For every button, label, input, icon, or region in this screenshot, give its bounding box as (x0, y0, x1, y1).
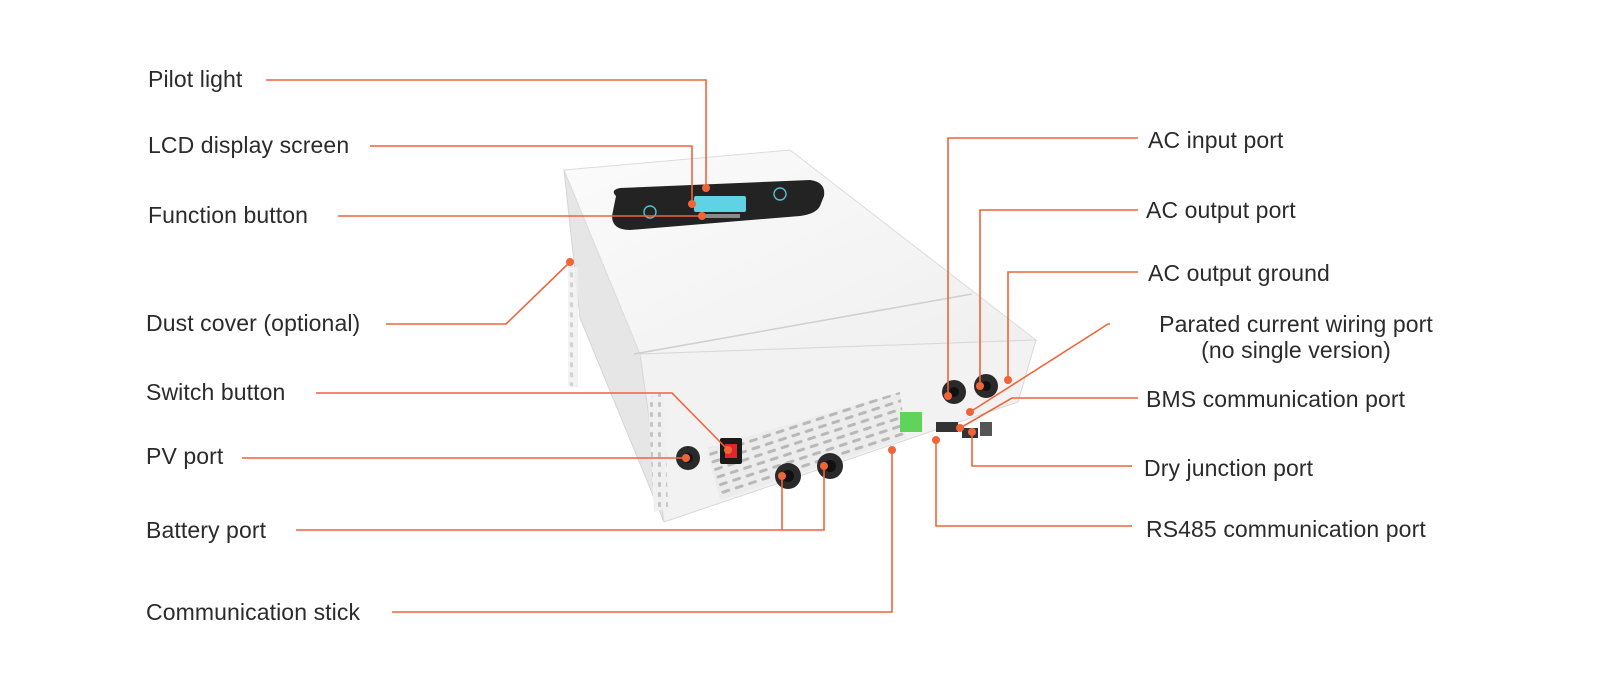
leader-lines-right (932, 137, 1138, 527)
lcd-screen (694, 196, 746, 212)
label-ac-output-ground: AC output ground (1148, 260, 1330, 286)
label-bms-communication-port: BMS communication port (1146, 386, 1406, 412)
leader-lines-left (242, 79, 896, 613)
label-lcd-display-screen: LCD display screen (148, 132, 350, 158)
label-pilot-light: Pilot light (148, 66, 243, 92)
label-ac-input-port: AC input port (1148, 127, 1284, 153)
label-parated-line2: (no single version) (1201, 337, 1391, 363)
label-battery-port: Battery port (146, 517, 267, 543)
control-panel (612, 180, 825, 230)
label-dry-junction-port: Dry junction port (1144, 455, 1314, 481)
label-communication-stick: Communication stick (146, 599, 361, 625)
label-rs485-communication-port: RS485 communication port (1146, 516, 1426, 542)
inverter-device (563, 149, 1038, 523)
label-dust-cover: Dust cover (optional) (146, 310, 361, 336)
label-switch-button: Switch button (146, 379, 286, 405)
label-pv-port: PV port (146, 443, 224, 469)
vent-grill (708, 392, 906, 500)
comm-module (900, 412, 922, 432)
label-parated-line1: Parated current wiring port (1159, 311, 1433, 337)
label-function-button: Function button (148, 202, 309, 228)
label-parated-current-wiring-port: Parated current wiring port (no single v… (1146, 311, 1446, 363)
label-ac-output-port: AC output port (1146, 197, 1296, 223)
